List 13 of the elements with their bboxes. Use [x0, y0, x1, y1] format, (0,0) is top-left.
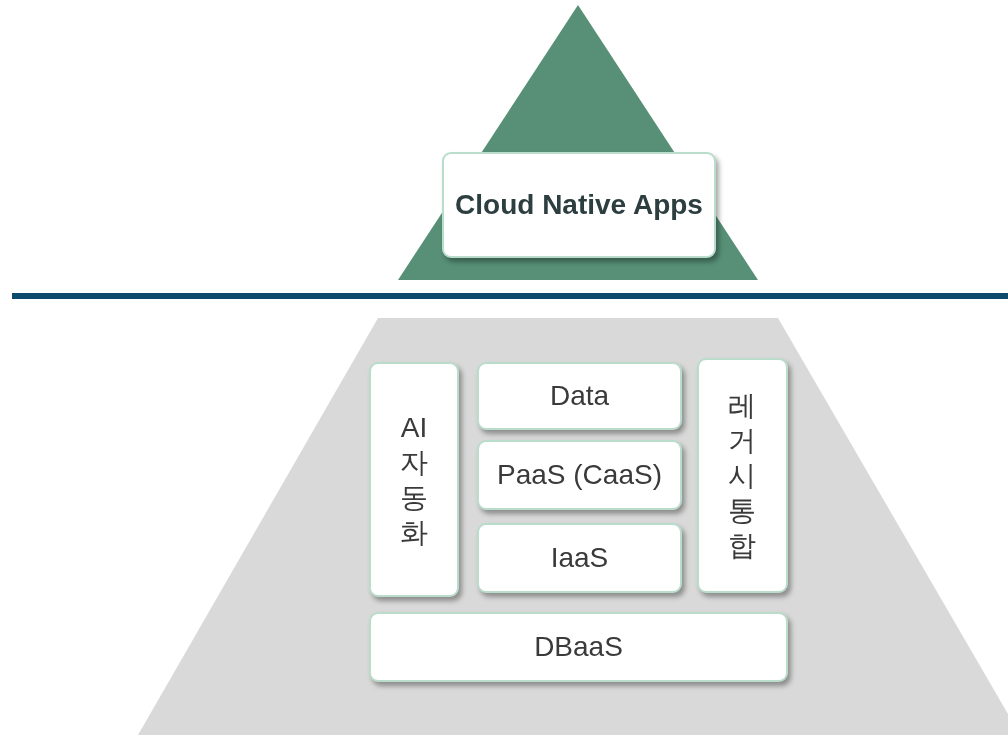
layer-label: PaaS (CaaS) — [497, 459, 662, 491]
layer-box — [369, 362, 459, 597]
layer-box — [697, 358, 788, 593]
layer-label: Data — [549, 380, 610, 412]
layer-label: IaaS — [550, 542, 609, 574]
layer-label: 레거시 통합 — [727, 389, 758, 563]
layer-box — [477, 362, 682, 430]
layer-box — [477, 523, 682, 593]
layer-label: AI 자동화 — [399, 410, 429, 550]
layer-label: Cloud Native Apps — [455, 189, 703, 221]
layer-label: DBaaS — [534, 631, 623, 663]
layer-box — [369, 612, 788, 682]
layer-box — [477, 440, 682, 510]
